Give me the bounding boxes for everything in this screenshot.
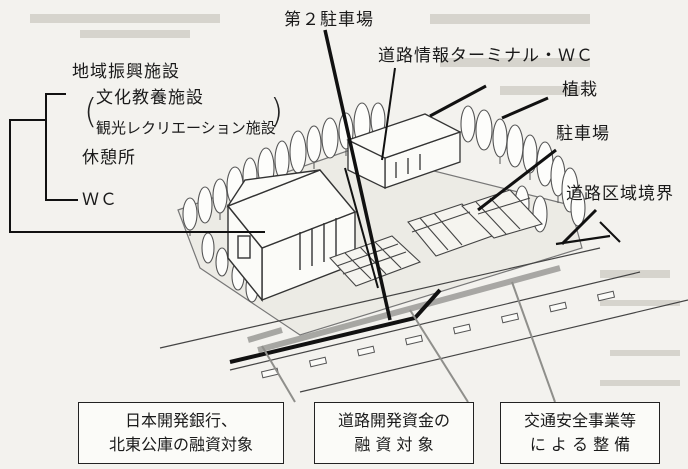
left-paren: ( bbox=[84, 92, 98, 132]
label-road-info-terminal: 道路情報ターミナル・ＷＣ bbox=[378, 46, 594, 66]
label-road-boundary: 道路区域境界 bbox=[566, 184, 674, 204]
road bbox=[159, 247, 688, 393]
label-rest-area: 休憩所 bbox=[82, 148, 136, 168]
box-road-fund-line2: 融 資 対 象 bbox=[354, 435, 434, 454]
right-paren: ) bbox=[270, 92, 284, 132]
label-parking: 駐車場 bbox=[556, 124, 610, 144]
label-wc: ＷＣ bbox=[82, 190, 118, 210]
label-tourism-recreation: 観光レクリエーション施設 bbox=[96, 119, 276, 137]
box-dbj-line1: 日本開発銀行、 bbox=[124, 411, 237, 430]
box-dbj-line2: 北東公庫の融資対象 bbox=[108, 435, 253, 454]
funding-strips bbox=[247, 265, 561, 353]
label-culture-education: 文化教養施設 bbox=[96, 88, 204, 108]
label-planting: 植栽 bbox=[562, 80, 598, 100]
box-traffic-safety-line1: 交通安全事業等 bbox=[523, 411, 636, 430]
box-traffic-safety-line2: に よ る 整 備 bbox=[529, 435, 631, 454]
road-info-terminal-building bbox=[346, 113, 462, 190]
regional-promotion-building bbox=[226, 169, 357, 302]
box-dbj-loan: 日本開発銀行、 北東公庫の融資対象 bbox=[78, 402, 284, 464]
facility-bracket bbox=[9, 93, 265, 233]
label-parking-2: 第２駐車場 bbox=[284, 10, 374, 30]
road-markings bbox=[260, 290, 616, 379]
parking-lot-main bbox=[407, 189, 544, 257]
box-road-fund-loan: 道路開発資金の 融 資 対 象 bbox=[314, 402, 474, 464]
box-leaders bbox=[261, 281, 556, 403]
box-road-fund-line1: 道路開発資金の bbox=[337, 411, 450, 430]
box-traffic-safety: 交通安全事業等 に よ る 整 備 bbox=[500, 402, 660, 464]
label-regional-promotion: 地域振興施設 bbox=[72, 62, 180, 82]
